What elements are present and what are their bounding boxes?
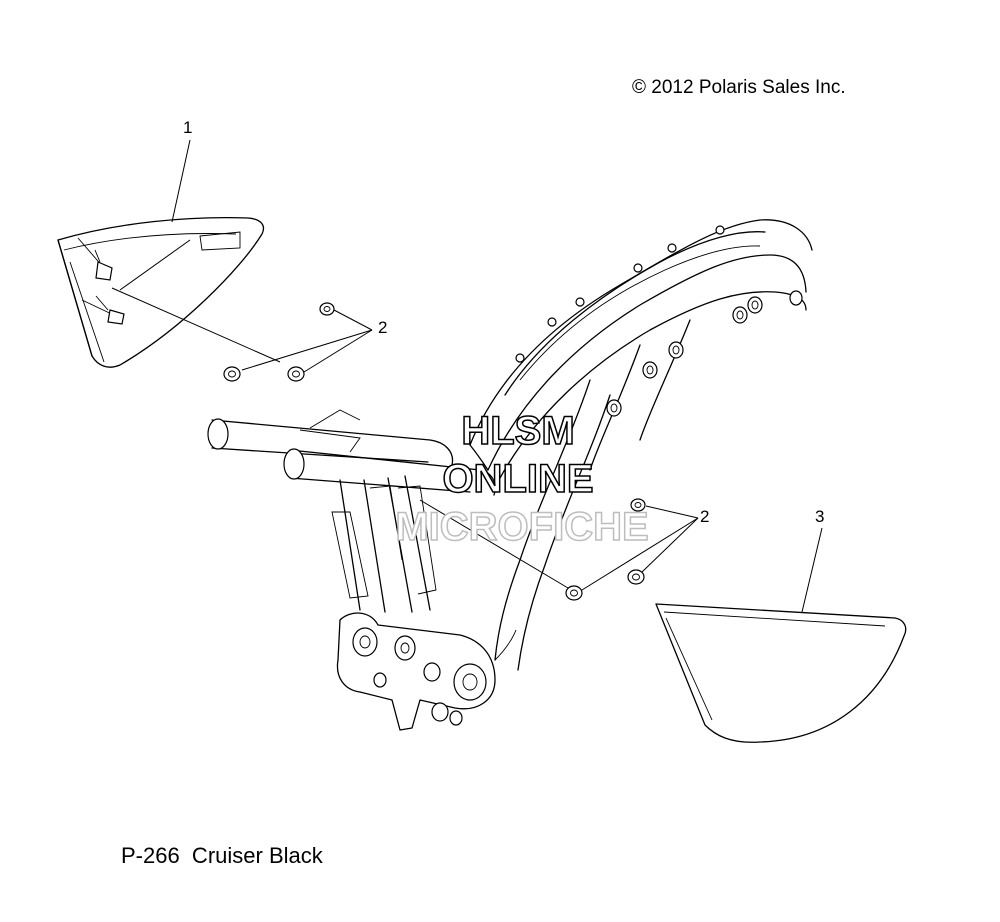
watermark-line-3: MICROFICHE — [395, 505, 648, 549]
side-cover-right — [655, 603, 907, 743]
copyright-notice: © 2012 Polaris Sales Inc. — [632, 77, 846, 98]
callout-2-lower: 2 — [700, 507, 709, 526]
frame — [207, 219, 813, 731]
watermark: HLSM ONLINE MICROFICHE — [395, 408, 650, 550]
watermark-line-1: HLSM — [461, 409, 574, 453]
leader-lines — [111, 139, 823, 613]
side-cover-left — [57, 216, 265, 368]
watermark-line-2: ONLINE — [442, 457, 593, 501]
callout-1: 1 — [183, 118, 192, 137]
frame-bosses — [515, 225, 803, 417]
callout-2-upper: 2 — [378, 318, 387, 337]
callout-3: 3 — [815, 507, 824, 526]
grommets — [223, 302, 646, 601]
diagram-caption: P-266 Cruiser Black — [121, 843, 324, 868]
